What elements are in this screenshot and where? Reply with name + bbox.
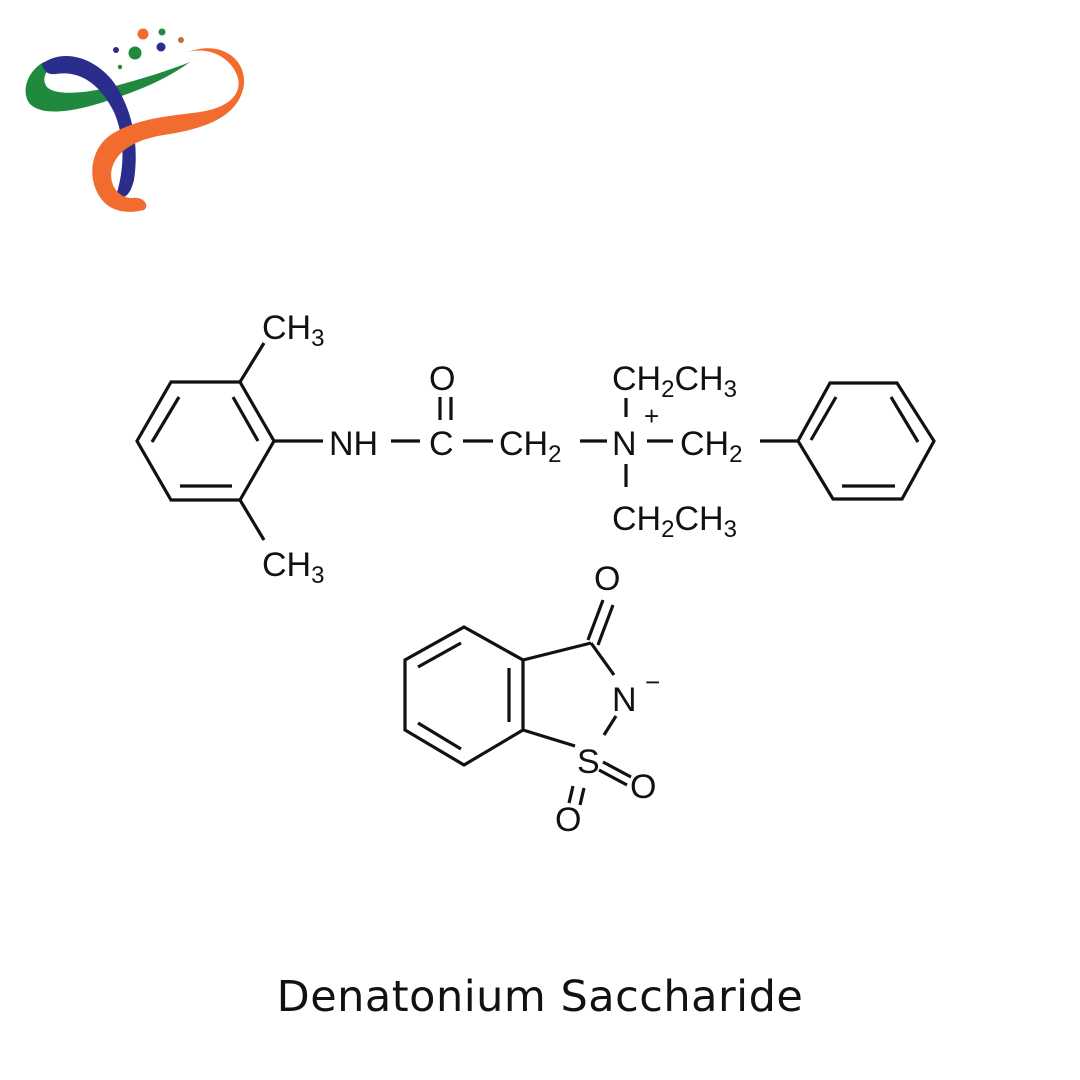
methyl-bottom-label: CH3	[262, 546, 324, 589]
logo-dot	[113, 47, 119, 53]
logo-dot	[117, 64, 123, 70]
sulfur-label: S	[577, 743, 600, 781]
logo-dot	[158, 28, 166, 36]
logo-dot	[128, 46, 142, 60]
dimethylphenyl-ring	[135, 342, 323, 541]
chemical-structure-diagram: CH3 CH3 NH C O CH2 N + CH2CH3 CH2CH3 CH2	[135, 309, 936, 839]
amide-nh-label: NH	[329, 425, 378, 463]
compound-name-caption: Denatonium Saccharide	[276, 972, 804, 1022]
carbonyl-carbon-label: C	[429, 425, 454, 463]
ethyl-bottom-label: CH2CH3	[612, 500, 737, 543]
brand-logo-icon	[25, 28, 245, 212]
saccharin-nitrogen-label: N	[612, 681, 637, 719]
ethyl-top-label: CH2CH3	[612, 360, 737, 403]
logo-dot	[178, 37, 184, 43]
positive-charge: +	[644, 401, 659, 431]
sulfonyl-oxygen-bottom-label: O	[555, 801, 581, 839]
logo-dot	[137, 28, 149, 40]
negative-charge: −	[645, 667, 660, 697]
methylene-label: CH2	[499, 425, 561, 468]
saccharin-carbonyl-oxygen-label: O	[594, 560, 620, 598]
quaternary-nitrogen-label: N	[612, 425, 637, 463]
carbonyl-oxygen-label: O	[429, 360, 455, 398]
saccharin-anion	[403, 599, 632, 806]
sulfonyl-oxygen-right-label: O	[630, 768, 656, 806]
logo-dot	[156, 42, 166, 52]
methyl-top-label: CH3	[262, 309, 324, 352]
benzyl-methylene-label: CH2	[680, 425, 742, 468]
phenyl-ring	[796, 381, 936, 501]
